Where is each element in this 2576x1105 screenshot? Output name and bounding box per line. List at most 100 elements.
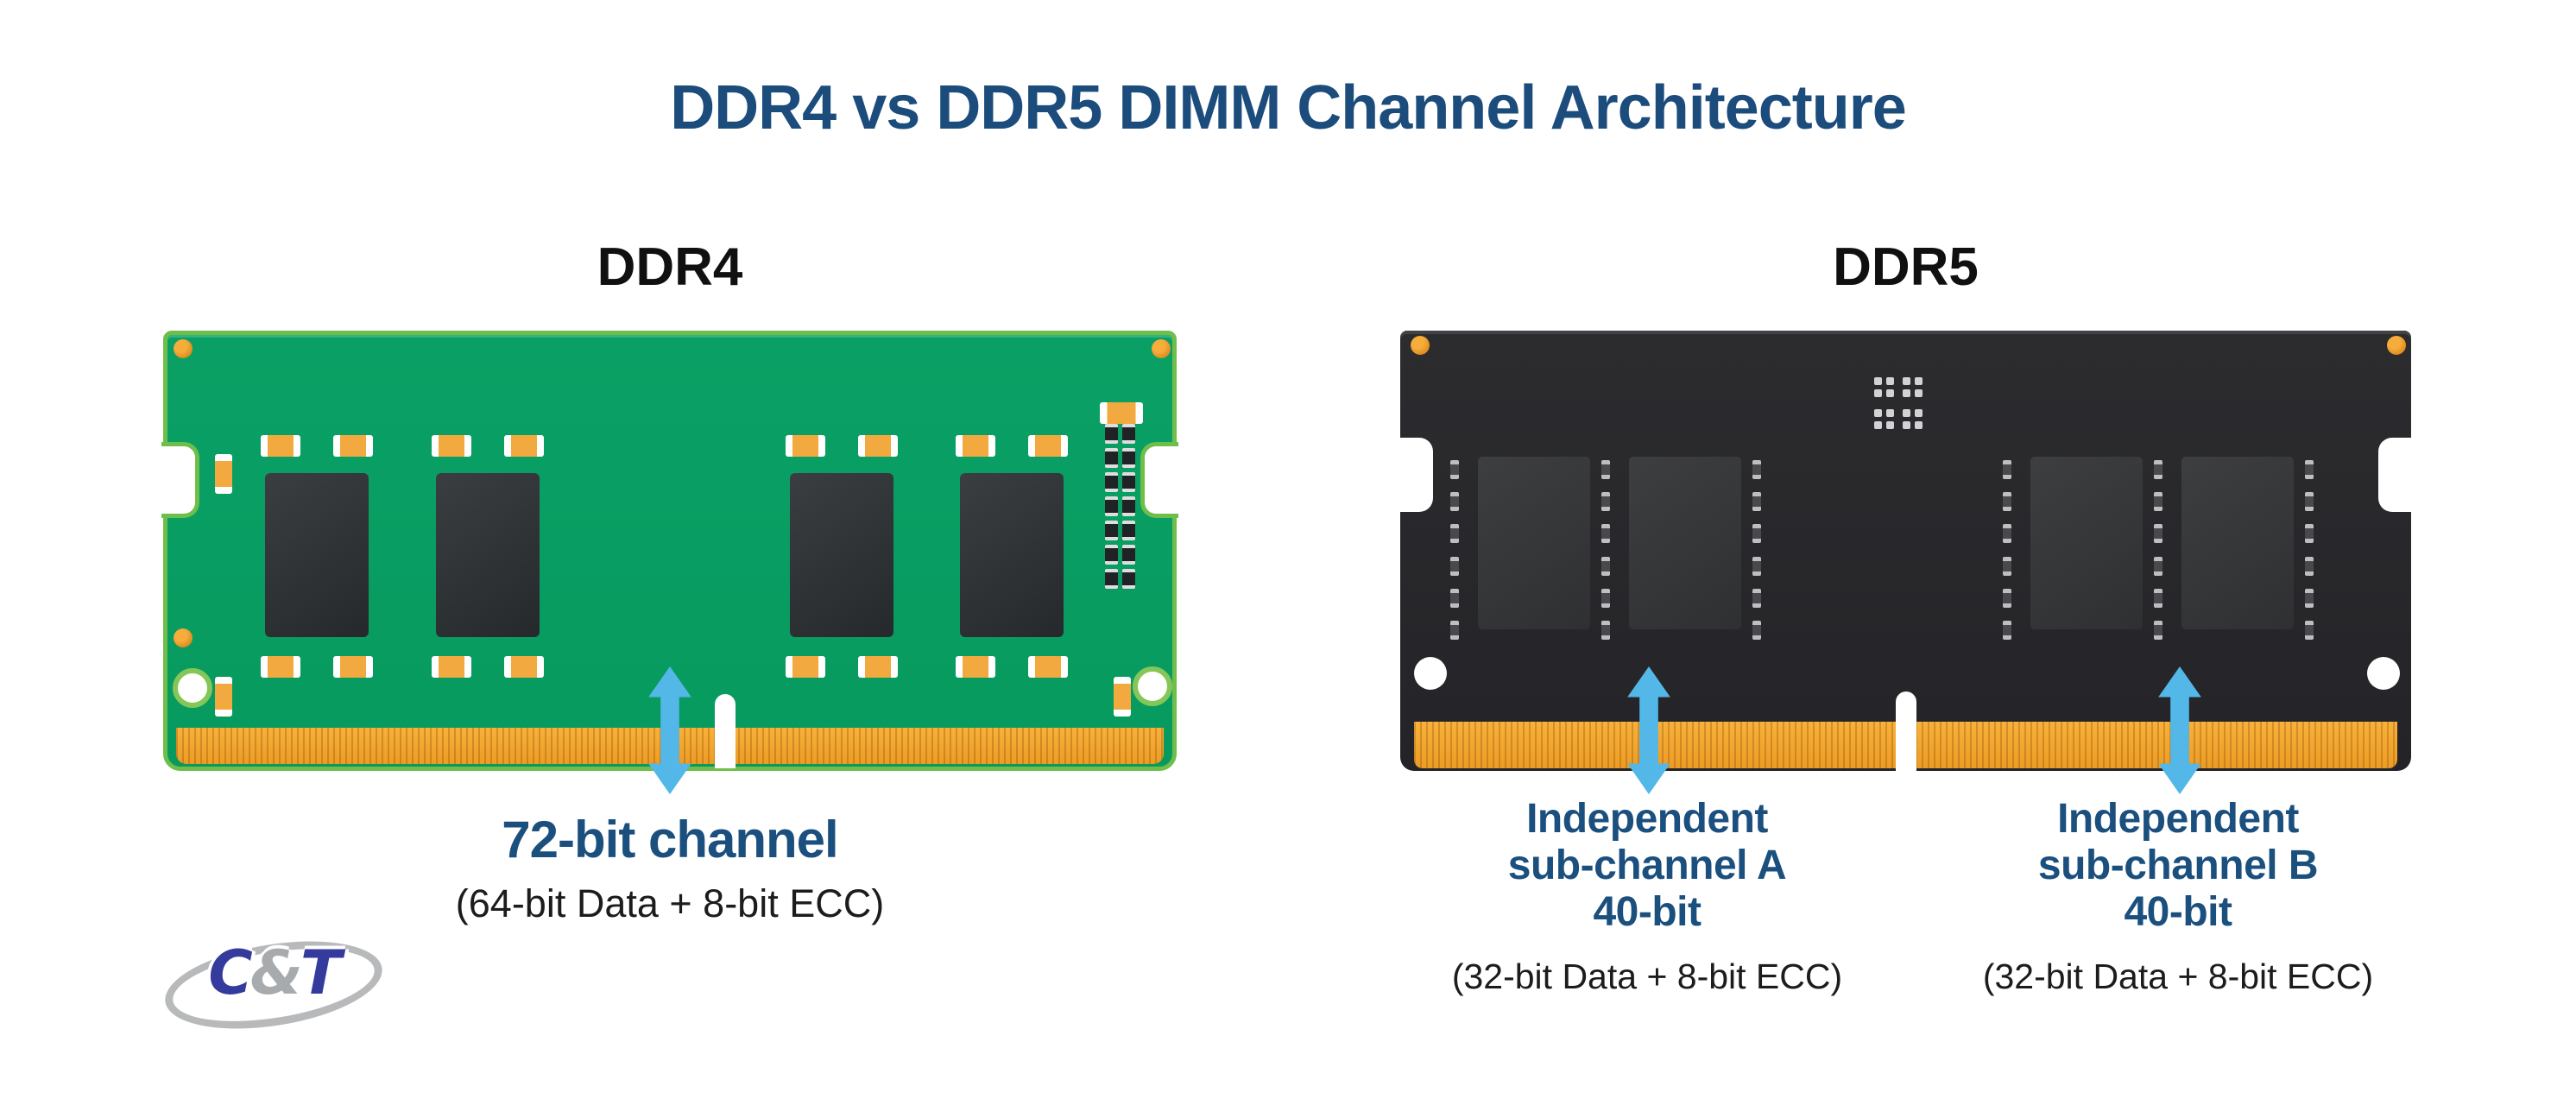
decorative-element: [1122, 448, 1135, 468]
decorative-element: [1915, 421, 1923, 429]
ddr4-memory-chip: [265, 473, 369, 637]
smd-pad: [956, 656, 995, 678]
ddr4-screw-top-left: [174, 339, 193, 358]
decorative-element: [1450, 492, 1459, 512]
decorative-element: [2154, 556, 2162, 576]
ddr4-mount-hole-left: [173, 668, 212, 708]
decorative-element: [1105, 472, 1118, 492]
subchannel-b-subtitle: (32-bit Data + 8-bit ECC): [1982, 957, 2374, 996]
decorative-element: [1874, 377, 1882, 385]
decorative-element: [1105, 569, 1118, 589]
smd-pad: [786, 656, 825, 678]
ddr5-mount-hole-right: [2367, 657, 2400, 690]
ddr5-left-edge-notch: [1398, 438, 1433, 512]
ddr4-channel-title: 72-bit channel: [502, 811, 838, 868]
smd-component-column: [2003, 460, 2011, 640]
decorative-element: [1601, 588, 1610, 608]
ddr4-chip-unit: [261, 435, 373, 678]
decorative-element: [1122, 424, 1135, 444]
decorative-element: [1886, 377, 1894, 385]
decorative-element: [1450, 620, 1459, 640]
decorative-element: [1122, 472, 1135, 492]
ddr5-subchannel-a-caption: Independent sub-channel A 40-bit (32-bit…: [1410, 796, 1885, 997]
decorative-element: [2305, 588, 2314, 608]
decorative-element: [1886, 409, 1894, 417]
subchannel-b-line1: Independent: [2057, 796, 2299, 842]
decorative-element: [1903, 421, 1910, 429]
ddr4-screw-bottom-left: [174, 628, 193, 647]
smd-pad: [504, 435, 544, 457]
ct-logo-text: C&T: [162, 938, 385, 1008]
decorative-element: [2003, 556, 2011, 576]
decorative-element: [1122, 545, 1135, 565]
decorative-element: [1601, 460, 1610, 479]
test-pad-group: [1874, 377, 1894, 397]
decorative-element: [1450, 588, 1459, 608]
subchannel-a-subtitle: (32-bit Data + 8-bit ECC): [1451, 957, 1843, 996]
smd-component-column: [2154, 460, 2162, 640]
smd-component-column: [2305, 460, 2314, 640]
ddr5-memory-chip: [1478, 457, 1590, 629]
decorative-element: [1874, 389, 1882, 397]
test-pad-group: [1903, 409, 1923, 429]
decorative-element: [2305, 556, 2314, 576]
ddr5-memory-chip: [2181, 457, 2294, 629]
subchannel-a-line1: Independent: [1526, 796, 1768, 842]
ddr5-right-edge-notch: [2378, 438, 2413, 512]
decorative-element: [2003, 588, 2011, 608]
decorative-element: [1874, 409, 1882, 417]
decorative-element: [1903, 409, 1910, 417]
decorative-element: [1450, 460, 1459, 479]
ddr4-key-notch: [715, 694, 736, 768]
decorative-element: [1122, 521, 1135, 540]
decorative-element: [2154, 524, 2162, 544]
smd-component-column: [1752, 460, 1761, 640]
ddr4-memory-chip: [436, 473, 540, 637]
decorative-element: [1886, 421, 1894, 429]
decorative-element: [2305, 620, 2314, 640]
ddr4-chip-unit: [786, 435, 898, 678]
decorative-element: [1601, 524, 1610, 544]
decorative-element: [1601, 620, 1610, 640]
ddr5-label: DDR5: [1833, 237, 1979, 297]
decorative-element: [1752, 556, 1761, 576]
logo-letter-c: C: [208, 938, 252, 1008]
smd-pad: [432, 656, 471, 678]
decorative-element: [1915, 389, 1923, 397]
decorative-element: [1105, 448, 1118, 468]
smd-pad: [858, 435, 898, 457]
decorative-element: [1105, 424, 1118, 444]
ddr4-chip-unit: [432, 435, 544, 678]
decorative-element: [1915, 377, 1923, 385]
smd-pad: [432, 435, 471, 457]
ddr4-memory-chip: [790, 473, 893, 637]
smd-pad: [786, 435, 825, 457]
ddr5-screw-top-right: [2387, 336, 2406, 355]
smd-pad: [333, 435, 373, 457]
decorative-element: [2154, 492, 2162, 512]
ddr4-channel-subtitle: (64-bit Data + 8-bit ECC): [455, 881, 885, 925]
decorative-element: [2154, 588, 2162, 608]
decorative-element: [1105, 521, 1118, 540]
decorative-element: [1752, 620, 1761, 640]
ddr4-left-edge-notch: [161, 442, 199, 518]
logo-ampersand: &: [249, 938, 303, 1008]
decorative-element: [1122, 569, 1135, 589]
ddr5-center-key-notch: [1896, 691, 1916, 773]
ddr5-subchannel-b-caption: Independent sub-channel B 40-bit (32-bit…: [1941, 796, 2415, 997]
decorative-element: [2305, 524, 2314, 544]
smd-pad: [1028, 435, 1068, 457]
decorative-element: [2305, 492, 2314, 512]
decorative-element: [2003, 620, 2011, 640]
decorative-element: [2154, 460, 2162, 479]
decorative-element: [1915, 409, 1923, 417]
decorative-element: [1105, 545, 1118, 565]
test-pad-group: [1874, 409, 1894, 429]
decorative-element: [1752, 588, 1761, 608]
ddr5-test-pad-grid: [1874, 377, 1923, 429]
smd-component-column: [1450, 460, 1459, 640]
decorative-element: [2154, 620, 2162, 640]
smd-pad: [333, 656, 373, 678]
smd-pad: [504, 656, 544, 678]
